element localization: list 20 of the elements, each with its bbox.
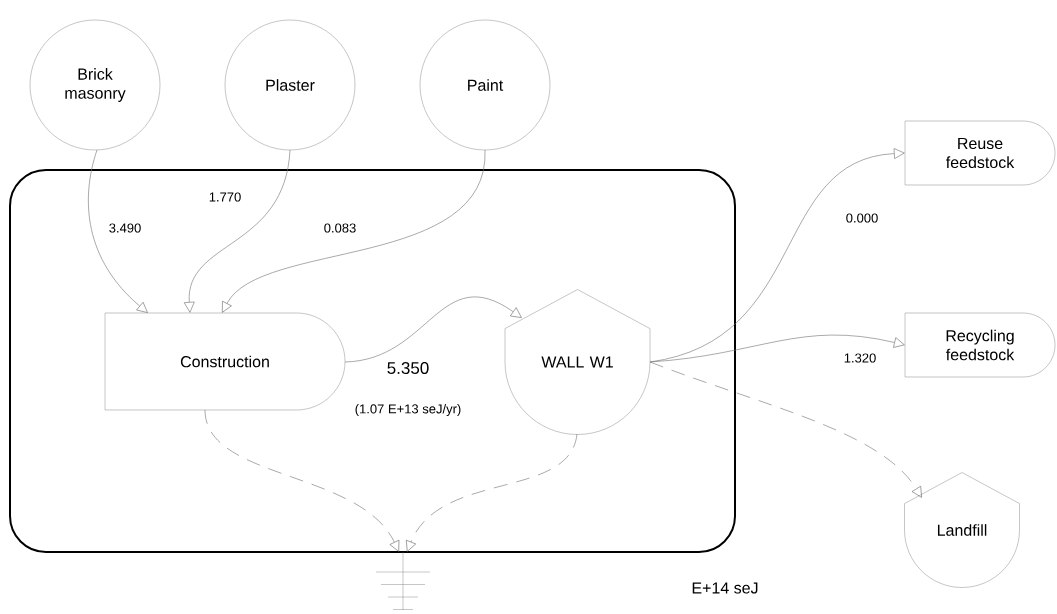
arrow — [344, 297, 522, 363]
arrow — [649, 334, 905, 363]
edge-label: 1.770 — [207, 191, 243, 203]
edge-label: 1.320 — [842, 352, 878, 364]
arrow — [204, 409, 400, 552]
heat-sink-symbol — [375, 551, 431, 611]
unit-label: E+14 seJ — [692, 582, 758, 594]
arrow — [183, 149, 291, 313]
arrow — [88, 149, 148, 313]
system-boundary — [9, 169, 736, 553]
edge-label: 0.000 — [844, 212, 880, 224]
storage-tank: Landfill — [904, 472, 1020, 588]
arrow — [405, 433, 578, 552]
edge-label: 5.350 — [385, 361, 431, 375]
edge-label: 0.083 — [322, 222, 358, 234]
flow-note: (1.07 E+13 seJ/yr) — [355, 403, 461, 417]
edge-label: 3.490 — [107, 222, 143, 234]
arrow — [222, 149, 486, 313]
storage-tank: WALL W1 — [504, 289, 651, 435]
arrow — [649, 361, 922, 498]
